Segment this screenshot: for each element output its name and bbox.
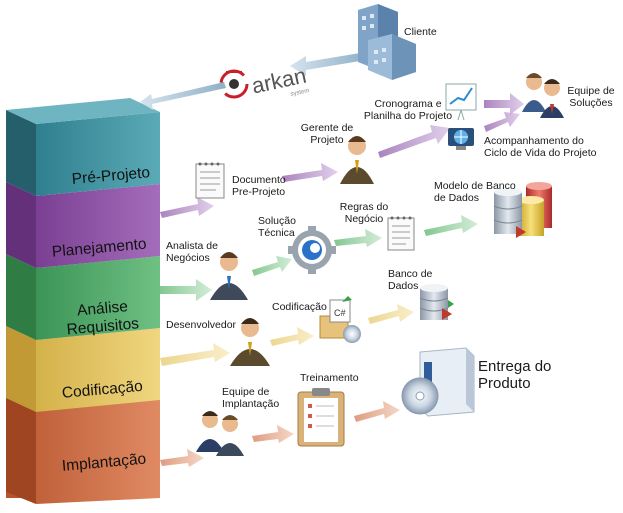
arrow-codificacao-to-desenvolvedor (160, 343, 230, 366)
building-icon (358, 4, 416, 80)
stage-block-pre-projeto (6, 98, 160, 196)
svg-text:C#: C# (334, 308, 346, 318)
product-box-icon (401, 347, 475, 417)
svg-text:system: system (290, 88, 310, 98)
label-solucao: Solução Técnica (258, 215, 296, 239)
arrow-solucao-to-regras (334, 229, 382, 247)
arrow-planejamento-to-documento (160, 197, 214, 218)
chart-board-icon (445, 83, 477, 121)
stage-label-codificacao: Codificação (61, 378, 143, 402)
label-documento: Documento Pre-Projeto (232, 174, 286, 198)
manager-icon (340, 136, 374, 184)
notepad-icon (387, 216, 415, 251)
label-modelo-banco: Modelo de Banco de Dados (434, 180, 516, 204)
label-gerente: Gerente de Projeto (300, 122, 354, 146)
team-icon (196, 411, 244, 456)
arrow-desenvolvedor-to-codigo (270, 327, 314, 346)
arrow-analista-to-solucao (252, 256, 292, 276)
arrow-gerente-to-cronograma (378, 125, 450, 158)
arrow-treinamento-to-entrega (354, 401, 400, 422)
label-cliente: Cliente (404, 26, 437, 38)
globe-monitor-icon (448, 128, 474, 150)
arrow-codigo-to-banco (368, 304, 414, 324)
team-icon (522, 73, 564, 118)
arrow-acompanhamento-to-equipe (484, 112, 520, 132)
label-analista: Analista de Negócios (166, 240, 218, 264)
stage-block-analise (6, 254, 160, 340)
label-cronograma: Cronograma e Planilha do Projeto (363, 98, 453, 122)
clipboard-icon (297, 388, 345, 447)
arrow-arkan-to-stages (140, 82, 226, 110)
arrow-documento-to-gerente (282, 163, 338, 182)
label-entrega: Entrega do Produto (478, 358, 552, 392)
label-acompanhamento: Acompanhamento do Ciclo de Vida do Proje… (484, 135, 597, 159)
stage-label-analise: Análise Requisitos (64, 297, 139, 338)
gear-icon (288, 226, 336, 274)
label-desenvolvedor: Desenvolvedor (166, 319, 237, 331)
database-stack-icon (493, 182, 552, 238)
stage-block-planejamento (6, 182, 160, 268)
arrow-regras-to-modelo (424, 215, 478, 236)
arkan-logo: arkan system (219, 63, 310, 99)
developer-icon (230, 318, 270, 366)
code-box-icon: C# (319, 296, 361, 343)
arrow-analise-to-analista (160, 279, 212, 301)
arrow-cliente-to-arkan (290, 52, 366, 76)
database-icon (419, 284, 454, 320)
label-treinamento: Treinamento (300, 372, 359, 384)
label-banco: Banco de Dados (388, 268, 433, 292)
analyst-icon (210, 252, 248, 300)
arrow-implantacao-to-equipe (160, 449, 204, 467)
label-codificacao-node: Codificação (272, 301, 327, 313)
notepad-icon (195, 162, 225, 199)
arrow-cronograma-to-equipe (484, 93, 524, 115)
label-regras: Regras do Negócio (339, 201, 389, 225)
arrow-equipe-to-treinamento (252, 425, 294, 443)
label-equipe-implantacao: Equipe de Implantação (222, 386, 280, 410)
label-equipe-solucoes: Equipe de Soluções (567, 85, 615, 109)
stage-block-codificacao (6, 326, 160, 412)
stage-label-pre-projeto: Pré-Projeto (71, 164, 151, 188)
stage-block-implantacao (6, 390, 160, 504)
